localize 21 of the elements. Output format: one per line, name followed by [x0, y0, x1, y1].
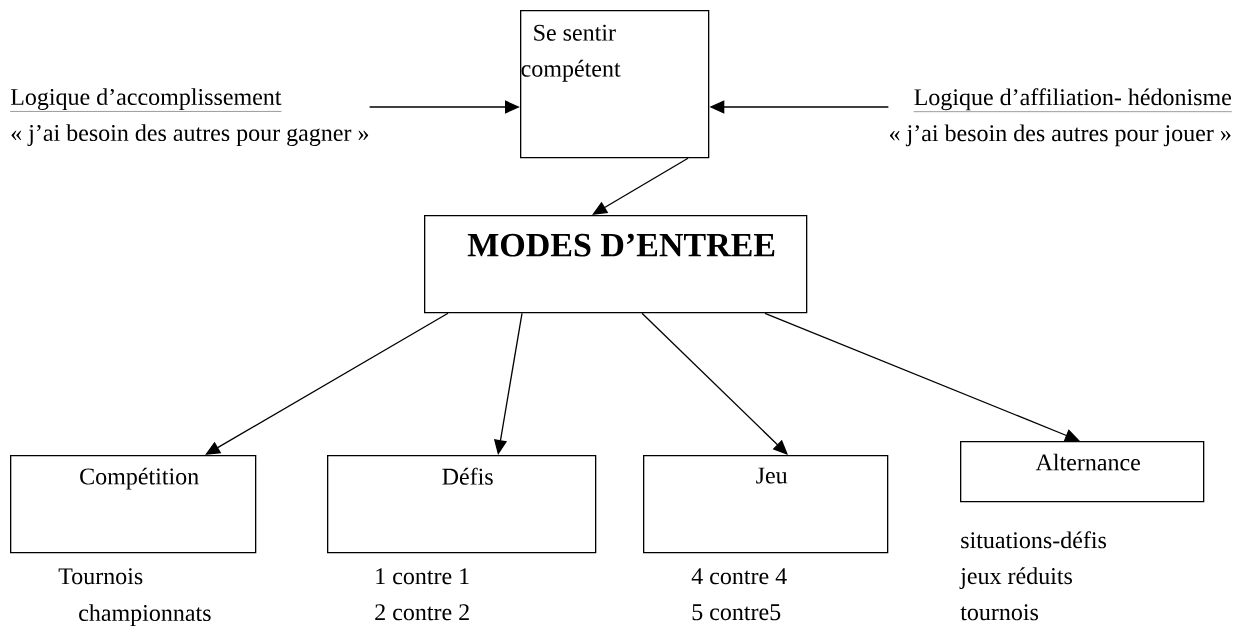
process-box: Se sentir compétent: [520, 10, 710, 159]
note-text: jeux réduits: [959, 567, 1072, 589]
note-text: 1 contre 1: [376, 568, 469, 585]
mode-box: Alternance: [960, 441, 1205, 503]
text-block: Logique d’accomplissement « j’ai besoin des autres pour gagner »: [10, 88, 369, 147]
note-text: tournois: [960, 604, 1038, 621]
arrow: [205, 312, 449, 455]
mode-box: Jeu: [643, 455, 889, 554]
text-block: Logique d’affiliation- hédonisme « j’ai besoin des autres pour jouer »: [889, 88, 1232, 147]
note-text: championnats: [79, 604, 211, 626]
mode-box: Défis: [327, 455, 597, 554]
note-text: 2 contre 2: [375, 604, 469, 621]
mode-box: Compétition: [10, 455, 257, 554]
arrow: [641, 312, 788, 455]
note-text: 4 contre 4: [691, 568, 787, 585]
arrow: [764, 312, 1080, 442]
note-text: situations-défis: [961, 531, 1106, 549]
heading-box: MODES D’ENTREE: [424, 215, 808, 314]
note-text: 5 contre5: [692, 604, 781, 621]
arrow: [592, 157, 689, 215]
note-text: Tournois: [58, 568, 143, 585]
